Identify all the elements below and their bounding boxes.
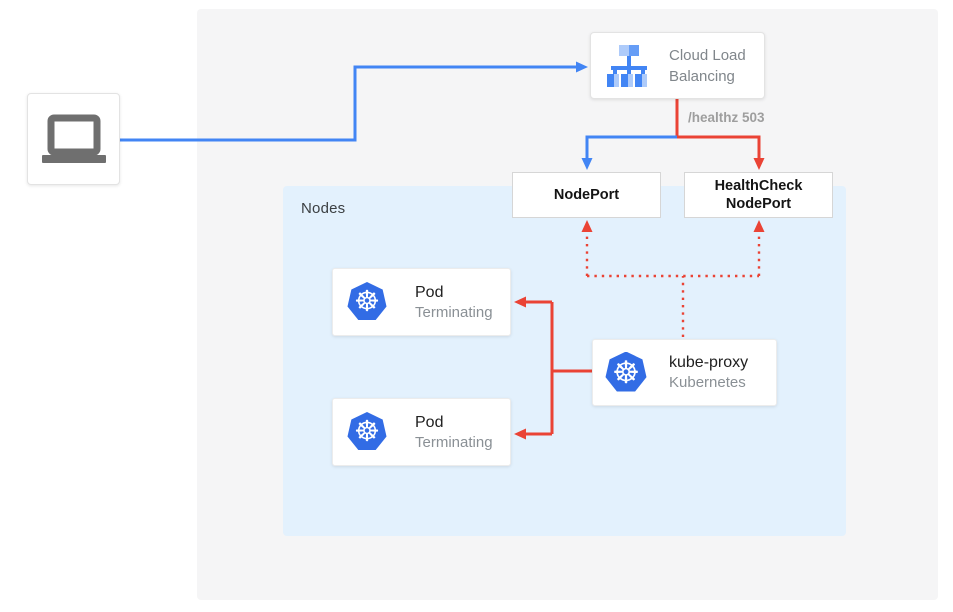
pod-status: Terminating (415, 433, 493, 451)
nodes-panel-label: Nodes (301, 200, 346, 217)
cloud-load-balancing-card: Cloud Load Balancing (590, 32, 765, 99)
load-balancer-label: Cloud Load Balancing (669, 46, 746, 85)
kubernetes-icon: ☸ (347, 282, 387, 321)
client-device-card (27, 93, 120, 185)
healthz-status-label: /healthz 503 (688, 110, 765, 125)
kube-proxy-subtitle: Kubernetes (669, 374, 746, 391)
pod-card: ☸ Pod Terminating (332, 268, 511, 336)
laptop-icon (41, 114, 106, 163)
kube-proxy-card: ☸ kube-proxy Kubernetes (592, 339, 777, 406)
nodeport-box: NodePort (512, 172, 661, 218)
kube-proxy-title: kube-proxy (669, 354, 749, 371)
pod-title: Pod (415, 413, 444, 431)
pod-title: Pod (415, 283, 444, 301)
kubernetes-icon: ☸ (605, 351, 647, 392)
cloud-load-balancing-icon (607, 44, 647, 87)
healthcheck-nodeport-box: HealthCheck NodePort (684, 172, 833, 218)
pod-card: ☸ Pod Terminating (332, 398, 511, 466)
pod-status: Terminating (415, 303, 493, 321)
kubernetes-icon: ☸ (347, 412, 387, 451)
